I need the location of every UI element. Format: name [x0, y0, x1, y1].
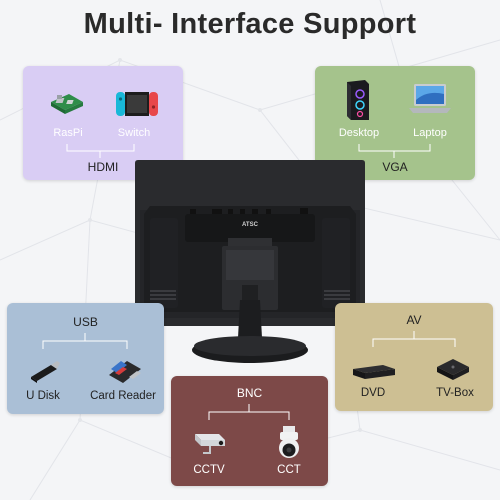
dvd-player-icon	[353, 365, 395, 379]
usb-card: USB U Disk Card Reader	[7, 303, 164, 414]
desktop-tower-icon	[347, 80, 369, 120]
usb-stick-icon	[31, 361, 60, 383]
hdmi-connector-lines	[66, 144, 135, 158]
bnc-item-label-cct: CCT	[277, 464, 301, 476]
av-item-label-tv-box: TV-Box	[436, 387, 474, 399]
bnc-title: BNC	[236, 386, 263, 400]
monitor-logo: ATSC	[242, 222, 258, 228]
game-console-icon	[116, 92, 158, 116]
usb-connector-lines	[42, 333, 128, 349]
hdmi-item-label-raspi: RasPi	[53, 127, 83, 139]
dome-camera-icon	[279, 426, 299, 458]
raspberry-pi-board-icon	[51, 94, 83, 114]
cctv-camera-icon	[195, 434, 225, 454]
bnc-card: BNC CCTV CCT	[171, 376, 328, 486]
page-title: Multi- Interface Support	[83, 8, 417, 40]
av-title: AV	[406, 313, 422, 327]
hdmi-item-label-switch: Switch	[117, 127, 151, 139]
vga-item-label-desktop: Desktop	[338, 127, 380, 139]
vga-title: VGA	[382, 160, 408, 174]
vga-item-label-laptop: Laptop	[413, 127, 447, 139]
usb-item-label-udisk: U Disk	[26, 390, 60, 402]
card-reader-icon	[109, 361, 141, 383]
tv-box-icon	[437, 359, 469, 380]
laptop-icon	[409, 84, 451, 113]
usb-item-label-card-reader: Card Reader	[90, 390, 156, 402]
vga-connector-lines	[358, 144, 431, 158]
bnc-connector-lines	[208, 404, 290, 420]
av-item-label-dvd: DVD	[360, 387, 386, 399]
av-card: AV DVD TV-Box	[335, 303, 493, 411]
bnc-item-label-cctv: CCTV	[193, 464, 225, 476]
usb-title: USB	[73, 315, 98, 329]
hdmi-title: HDMI	[87, 160, 119, 174]
av-connector-lines	[372, 331, 456, 347]
